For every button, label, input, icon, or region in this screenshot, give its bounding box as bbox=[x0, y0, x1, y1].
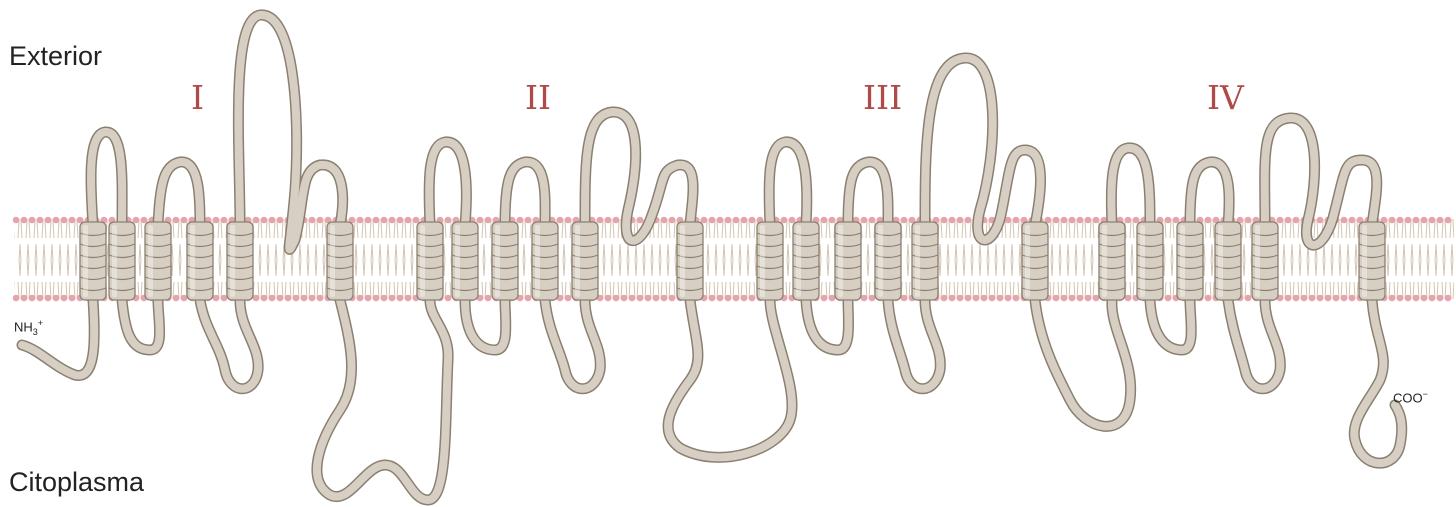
helix-16 bbox=[875, 222, 901, 300]
domain-label-4: IV bbox=[1207, 78, 1244, 117]
helix-5 bbox=[227, 222, 253, 300]
helix-1 bbox=[80, 222, 106, 300]
helix-24 bbox=[1359, 222, 1385, 300]
helix-14 bbox=[793, 222, 819, 300]
helix-9 bbox=[492, 222, 518, 300]
helix-2 bbox=[109, 222, 135, 300]
helix-15 bbox=[835, 222, 861, 300]
cytoplasm-label: Citoplasma bbox=[9, 467, 144, 498]
helix-6 bbox=[327, 222, 353, 300]
protein-segment-7 bbox=[317, 300, 448, 500]
helix-7 bbox=[417, 222, 443, 300]
helix-20 bbox=[1137, 222, 1163, 300]
helix-11 bbox=[572, 222, 598, 300]
helix-19 bbox=[1099, 222, 1125, 300]
helix-13 bbox=[757, 222, 783, 300]
helix-22 bbox=[1215, 222, 1241, 300]
domain-label-3: III bbox=[863, 78, 902, 117]
helix-4 bbox=[187, 222, 213, 300]
helix-17 bbox=[912, 222, 938, 300]
domain-label-1: I bbox=[191, 78, 204, 117]
domain-label-2: II bbox=[525, 78, 551, 117]
exterior-label: Exterior bbox=[9, 41, 102, 72]
c-terminus-label: COO− bbox=[1393, 389, 1428, 405]
helix-21 bbox=[1177, 222, 1203, 300]
helix-18 bbox=[1022, 222, 1048, 300]
helix-23 bbox=[1252, 222, 1278, 300]
n-terminus-label: NH3+ bbox=[14, 318, 43, 337]
helix-12 bbox=[677, 222, 703, 300]
helix-10 bbox=[532, 222, 558, 300]
helix-8 bbox=[452, 222, 478, 300]
helix-3 bbox=[145, 222, 171, 300]
